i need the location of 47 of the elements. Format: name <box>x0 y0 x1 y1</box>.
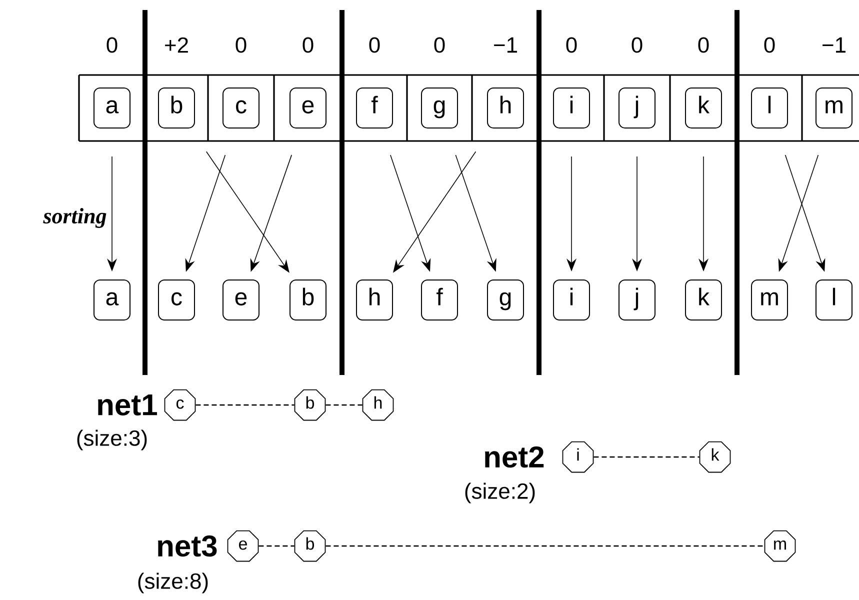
dashed-line <box>196 404 294 406</box>
letter-box: i <box>553 88 590 128</box>
score-label: 0 <box>106 37 118 53</box>
step-label: sorting <box>43 208 106 228</box>
net-name: net1 <box>98 394 157 416</box>
size-label: (size:2) <box>465 482 535 504</box>
letter-box: g <box>421 88 458 128</box>
letter-box: c <box>222 88 260 128</box>
letter-box: f <box>421 280 458 320</box>
letter-box: e <box>222 280 260 320</box>
letter-box: g <box>487 280 524 320</box>
letter-box: a <box>94 88 130 128</box>
letter-box: k <box>685 280 722 320</box>
score-label: 0 <box>302 37 314 53</box>
letter-box: b <box>290 280 326 320</box>
dashed-line <box>594 456 700 458</box>
score-label: −1 <box>494 37 517 53</box>
letter-box: h <box>487 88 524 128</box>
score-label: −1 <box>822 37 846 53</box>
score-label: 0 <box>764 37 775 53</box>
letter-box: e <box>290 88 326 128</box>
dashed-line <box>326 545 764 547</box>
letter-box: h <box>356 280 393 320</box>
dashed-line <box>326 404 362 406</box>
score-label: 0 <box>632 37 642 53</box>
size-label: (size:8) <box>138 572 208 594</box>
net-name: net3 <box>158 535 217 557</box>
letter-box: k <box>685 88 722 128</box>
score-label: +2 <box>165 37 188 53</box>
score-label: 0 <box>566 37 577 53</box>
score-label: 0 <box>369 37 380 53</box>
letter-box: b <box>158 88 195 128</box>
score-label: 0 <box>698 37 709 53</box>
letter-box: i <box>553 280 590 320</box>
score-label: 0 <box>236 37 246 53</box>
letter-box: j <box>618 88 656 128</box>
letter-box: c <box>158 280 195 320</box>
letter-box: j <box>618 280 656 320</box>
letter-box: l <box>816 280 852 320</box>
size-label: (size:3) <box>77 430 147 450</box>
letter-box: f <box>356 88 393 128</box>
dashed-line <box>258 545 294 547</box>
letter-box: a <box>94 280 130 320</box>
letter-box: l <box>751 88 788 128</box>
letter-box: m <box>816 88 852 128</box>
score-label: 0 <box>434 37 445 53</box>
letter-box: m <box>751 280 788 320</box>
